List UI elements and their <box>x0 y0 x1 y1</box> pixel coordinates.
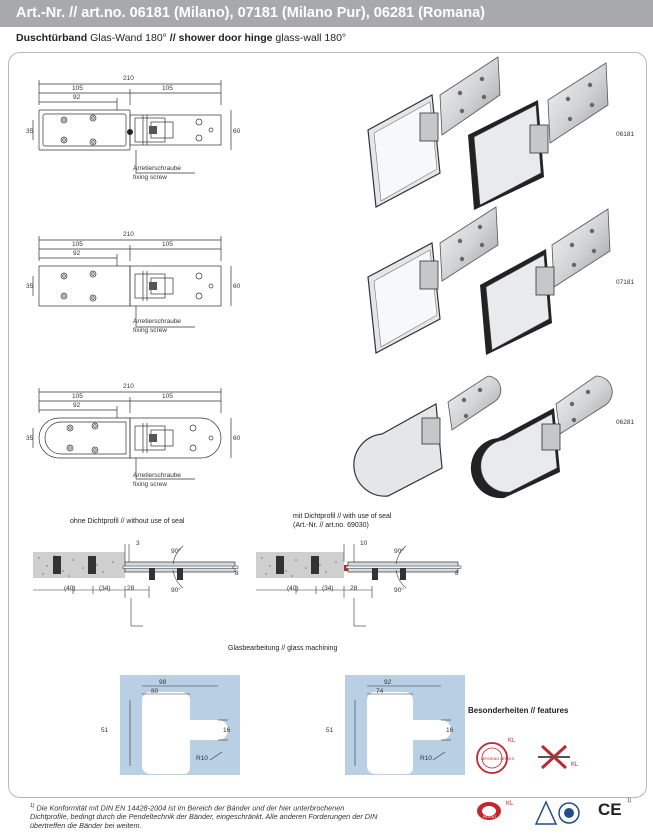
footnote: 1) Die Konformität mit DIN EN 14428-2004… <box>30 802 380 830</box>
dim-left-2: 105 <box>72 241 83 248</box>
right-dim-40: (40) <box>287 585 299 592</box>
right-gap-dim: 10 <box>360 540 368 547</box>
no-tools-icon <box>538 744 570 770</box>
hinge-photo-06281 <box>353 375 613 499</box>
section-with-seal-artno: (Art.-Nr. // art.no. 69030) <box>293 522 369 529</box>
dim-height-right-1: 60 <box>233 128 241 135</box>
glass-right-dim-51: 51 <box>326 727 334 734</box>
right-dim-34: (34) <box>322 585 334 592</box>
dim-inner-2: 92 <box>73 250 81 257</box>
subtitle-text-en: glass-wall 180° <box>275 32 347 44</box>
hinge-drawing-2 <box>32 236 232 328</box>
left-dim-40: (40) <box>64 585 76 592</box>
dim-left-1: 105 <box>72 85 83 92</box>
title-bar: Art.-Nr. // art.no. 06181 (Milano), 0718… <box>0 0 653 27</box>
hinge-drawing-1 <box>32 80 232 174</box>
fixing-screw-label-de-3: Arretierschraube <box>133 472 182 479</box>
dim-inner-3: 92 <box>73 402 81 409</box>
fixing-screw-label-en-2: fixing screw <box>133 327 167 334</box>
footnote-marker: 1) <box>30 803 35 809</box>
left-dim-28: 28 <box>127 585 135 592</box>
patent-text: PATENT <box>483 815 497 819</box>
dim-right-2: 105 <box>162 241 173 248</box>
fixing-screw-label-de-2: Arretierschraube <box>133 318 182 325</box>
art-code-06281: 06281 <box>616 419 635 426</box>
glass-right-dim-74: 74 <box>376 688 384 695</box>
glass-machining-left <box>120 675 240 775</box>
glass-right-dim-r10: R10 <box>420 755 432 762</box>
section-with-seal: mit Dichtprofil // with use of seal <box>293 513 392 520</box>
tools-badge-kl: KL <box>571 762 579 768</box>
dim-height-right-2: 60 <box>233 283 241 290</box>
page-title: Art.-Nr. // art.no. 06181 (Milano), 0718… <box>16 5 485 21</box>
section-drawing-left <box>33 544 239 627</box>
dim-height-left-1: 35 <box>26 128 34 135</box>
hinge-photo-06181 <box>367 56 609 210</box>
ce-mark: CE <box>598 800 622 819</box>
ce-superscript: 1) <box>627 798 632 804</box>
content-frame <box>8 52 647 798</box>
left-dim-34: (34) <box>99 585 111 592</box>
gs-certification-icon <box>534 800 580 825</box>
section-drawing-right <box>256 544 462 627</box>
art-code-06181: 06181 <box>616 131 635 138</box>
right-dim-28: 28 <box>350 585 358 592</box>
glass-machining-right <box>345 675 465 775</box>
glass-left-dim-98: 98 <box>159 679 167 686</box>
glass-left-dim-r10: R10 <box>196 755 208 762</box>
left-gap-dim: 3 <box>136 540 140 547</box>
hinge-photo-07181 <box>367 206 611 355</box>
dim-height-left-2: 35 <box>26 283 34 290</box>
section-without-seal: ohne Dichtprofil // without use of seal <box>70 518 185 525</box>
dim-left-3: 105 <box>72 393 83 400</box>
art-code-07181: 07181 <box>616 279 635 286</box>
glass-machining-title: Glasbearbeitung // glass machining <box>228 645 338 652</box>
subtitle-bold-de: Duschtürband <box>16 32 88 44</box>
dim-inner-1: 92 <box>73 94 81 101</box>
subtitle-text-de: Glas-Wand 180° <box>90 32 167 44</box>
fixing-screw-label-en-3: fixing screw <box>133 481 167 488</box>
patent-kl: KL <box>506 801 514 807</box>
dim-right-1: 105 <box>162 85 173 92</box>
subtitle-separator: // <box>169 32 176 44</box>
right-angle-top: 90° <box>394 548 404 555</box>
dim-height-right-3: 60 <box>233 435 241 442</box>
glass-right-dim-16: 16 <box>446 727 454 734</box>
dim-right-3: 105 <box>162 393 173 400</box>
brass-badge-kl: KL <box>508 738 516 744</box>
footnote-text: Die Konformität mit DIN EN 14428-2004 is… <box>30 803 378 831</box>
dim-total-3: 210 <box>123 383 134 390</box>
dim-total-2: 210 <box>123 231 134 238</box>
left-dim-8: 8 <box>235 570 239 577</box>
dim-total-1: 210 <box>123 75 134 82</box>
left-angle-top: 90° <box>171 548 181 555</box>
dim-height-left-3: 35 <box>26 435 34 442</box>
right-dim-8: 8 <box>455 570 459 577</box>
glass-left-dim-51: 51 <box>101 727 109 734</box>
subtitle: Duschtürband Glas-Wand 180° // shower do… <box>16 32 346 44</box>
hinge-drawing-3 <box>32 388 232 480</box>
brass-badge-icon <box>476 742 508 774</box>
subtitle-bold-en: shower door hinge <box>178 32 273 44</box>
glass-left-dim-80: 80 <box>151 688 159 695</box>
fixing-screw-label-de-1: Arretierschraube <box>133 165 182 172</box>
brass-badge-text: MESSING BRASS <box>481 756 515 761</box>
right-angle-bottom: 90° <box>394 587 404 594</box>
patent-icon <box>477 802 501 820</box>
fixing-screw-label-en-1: fixing screw <box>133 174 167 181</box>
glass-left-dim-16: 16 <box>223 727 231 734</box>
features-title: Besonderheiten // features <box>468 706 569 715</box>
left-angle-bottom: 90° <box>171 587 181 594</box>
glass-right-dim-92: 92 <box>384 679 392 686</box>
